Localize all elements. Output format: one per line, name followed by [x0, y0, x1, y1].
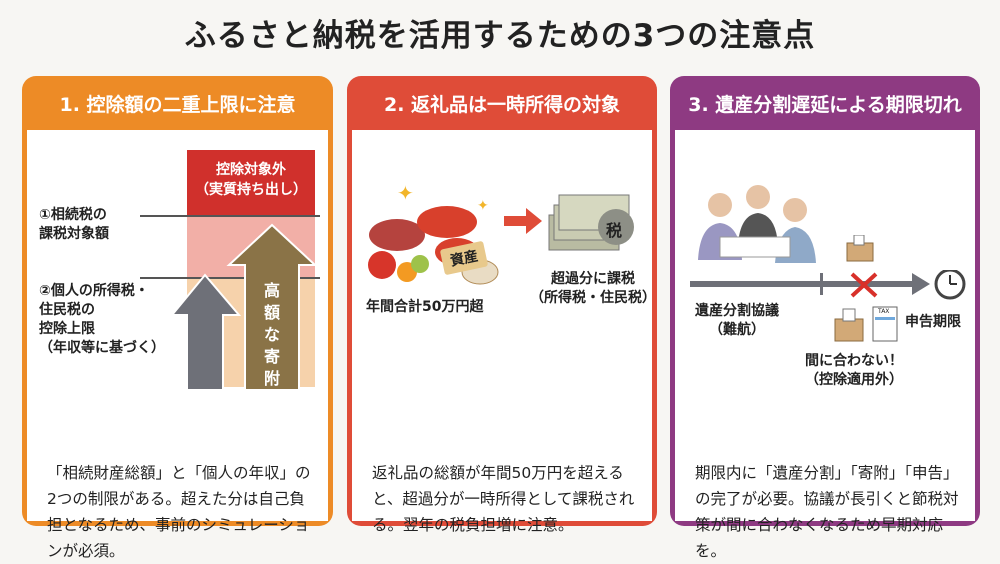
gray-arrow-icon	[169, 273, 242, 390]
income-limit-label: ②個人の所得税・ 住民税の 控除上限 （年収等に基づく）	[39, 283, 165, 356]
box-and-form-icon	[834, 306, 898, 342]
card-division-delay: 3. 遺産分割遅延による期限切れ TAX 遺産分割協議 （難航） 申告期限 間に…	[670, 76, 980, 560]
excluded-sublabel: （実質持ち出し）	[195, 182, 307, 198]
over-limit-band: 控除対象外 （実質持ち出し）	[187, 150, 315, 215]
card-deduction-limit: 1. 控除額の二重上限に注意 控除対象外 （実質持ち出し） ①相続税の 課税対象…	[22, 76, 333, 560]
tax-form-label: TAX	[878, 308, 890, 315]
tax-caption: 超過分に課税 （所得税・住民税）	[530, 271, 656, 306]
card-header: 1. 控除額の二重上限に注意	[59, 93, 296, 116]
card-body: TAX 遺産分割協議 （難航） 申告期限 間に合わない！ （控除適用外） 期限内…	[675, 130, 975, 560]
card-body: 控除対象外 （実質持ち出し） ①相続税の 課税対象額 ②個人の所得税・ 住民税の…	[27, 130, 328, 560]
card-description: 期限内に「遺産分割」「寄附」「申告」の完了が必要。協議が長引くと節税対策が間に合…	[695, 464, 959, 560]
card-description: 返礼品の総額が年間50万円を超えると、超過分が一時所得として課税される。翌年の税…	[372, 464, 635, 534]
card-description: 「相続財産総額」と「個人の年収」の2つの制限がある。超えた分は自己負担となるため…	[47, 464, 311, 560]
meeting-caption: 遺産分割協議 （難航）	[695, 303, 779, 338]
page-title: ふるさと納税を活用するための3つの注意点	[184, 18, 816, 54]
card-body: ✦✦ 資産 年間合計50万円超 税 超過分に課税 （所得税・住民税） 返礼品の総…	[352, 130, 656, 534]
large-donation-label: 高額な寄附	[264, 281, 281, 388]
gift-items-icon: ✦✦	[368, 181, 499, 285]
cross-icon	[850, 272, 878, 298]
card-header: 2. 返礼品は一時所得の対象	[383, 93, 621, 116]
donation-box-icon	[846, 235, 874, 262]
limit-line-1	[140, 215, 320, 217]
timeline-arrow-icon	[690, 270, 966, 300]
card-header: 3. 遺産分割遅延による期限切れ	[688, 93, 962, 116]
svg-text:✦: ✦	[397, 181, 414, 205]
inheritance-limit-label: ①相続税の 課税対象額	[39, 207, 109, 242]
tax-badge: 税	[606, 221, 623, 240]
arrow-right-icon	[504, 208, 542, 234]
money-stack-icon	[548, 194, 634, 251]
meeting-people-icon	[698, 185, 816, 263]
deadline-caption: 申告期限	[905, 314, 961, 330]
limit-line-2	[140, 277, 320, 279]
gift-caption: 年間合計50万円超	[366, 299, 484, 315]
late-caption: 間に合わない！ （控除適用外）	[805, 353, 903, 388]
donation-arrows	[169, 223, 318, 390]
card-gift-income: 2. 返礼品は一時所得の対象 ✦✦ 資産 年間合計50万円超 税 超過分に課税 …	[347, 76, 657, 534]
gold-arrow-icon	[226, 223, 318, 390]
svg-text:✦: ✦	[477, 198, 489, 214]
excluded-label: 控除対象外	[216, 162, 286, 178]
